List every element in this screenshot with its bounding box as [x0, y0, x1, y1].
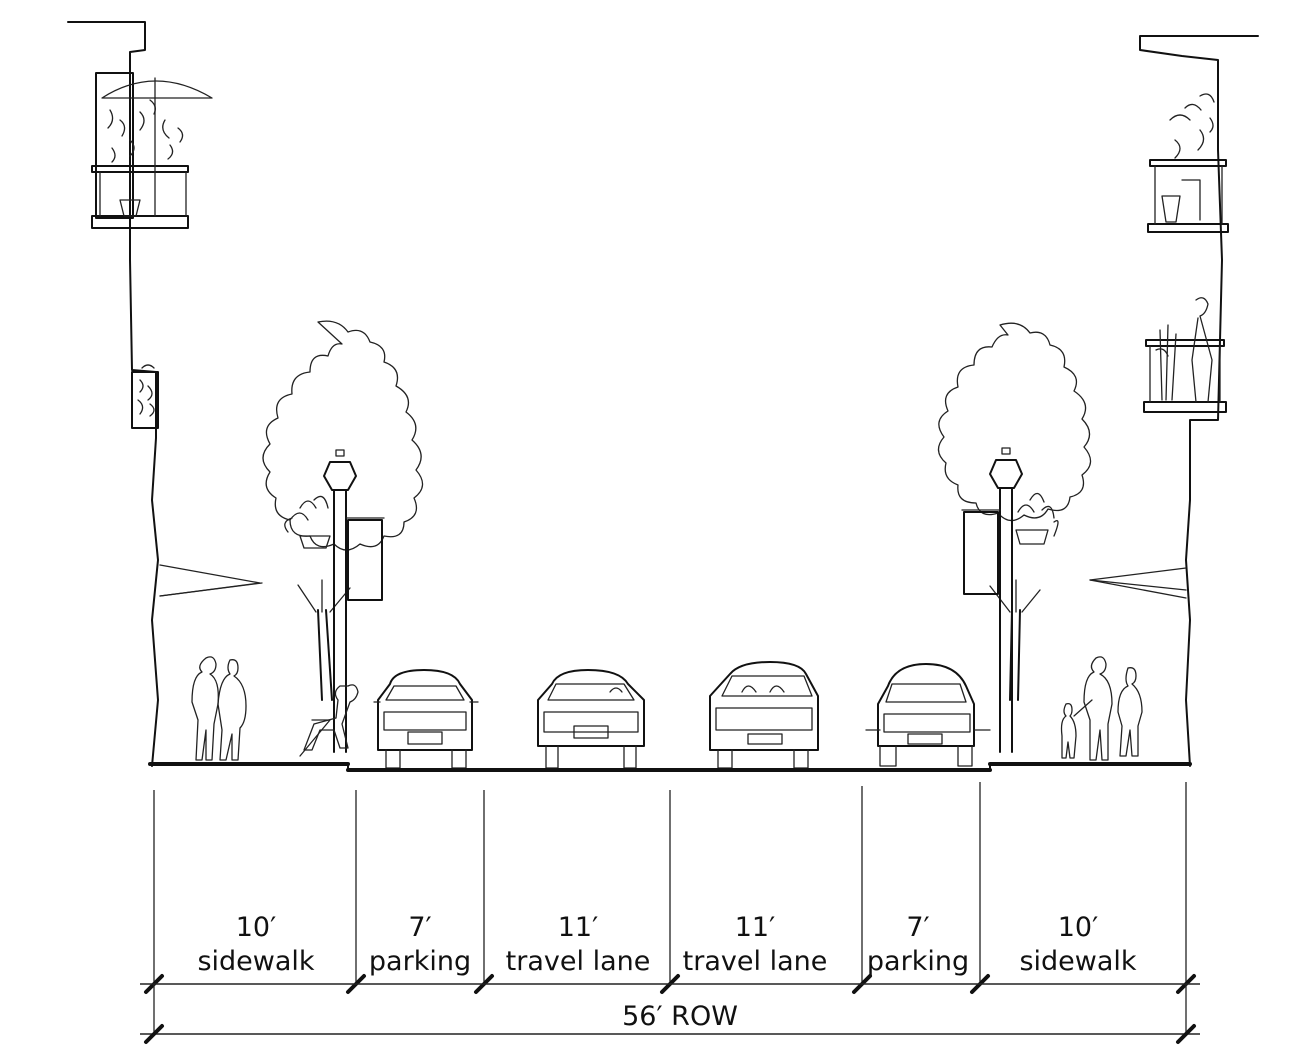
- segment-label-parking-right: 7′ parking: [862, 911, 974, 979]
- segment-use: travel lane: [505, 946, 651, 977]
- segment-label-travel-lane-left: 11′ travel lane: [500, 911, 656, 979]
- segment-label-parking-left: 7′ parking: [362, 911, 478, 979]
- left-street-light: [284, 449, 385, 753]
- segment-use: parking: [866, 946, 970, 977]
- car-travel-lane-right: [709, 661, 819, 769]
- segment-width: 7′: [408, 912, 432, 943]
- right-lower-balcony: [1143, 297, 1227, 413]
- segment-width: 10′: [1057, 912, 1099, 943]
- right-pedestrians: [1060, 656, 1143, 761]
- segment-label-sidewalk-left: 10′ sidewalk: [174, 911, 338, 979]
- ground-line: [148, 762, 1192, 772]
- segment-use: sidewalk: [1019, 946, 1137, 977]
- right-upper-balcony: [1147, 93, 1229, 233]
- segment-width: 10′: [235, 912, 277, 943]
- dimension-lines: [140, 782, 1200, 1044]
- segment-width: 11′: [557, 912, 599, 943]
- car-parking-left: [373, 669, 479, 769]
- car-travel-lane-left: [537, 669, 645, 769]
- segment-use: travel lane: [682, 946, 828, 977]
- total-row-label: 56′ ROW: [622, 1001, 738, 1032]
- segment-width: 11′: [734, 912, 776, 943]
- segment-width: 7′: [906, 912, 930, 943]
- dimension-tick: [1176, 1024, 1196, 1044]
- left-tree: [262, 320, 424, 701]
- left-pedestrians: [191, 656, 247, 761]
- right-tree: [937, 322, 1092, 701]
- left-upper-balcony: [91, 72, 213, 229]
- segment-use: parking: [368, 946, 472, 977]
- segment-use: sidewalk: [197, 946, 315, 977]
- left-window-planter: [131, 364, 159, 429]
- segment-label-sidewalk-right: 10′ sidewalk: [996, 911, 1160, 979]
- right-street-light: [961, 447, 1059, 753]
- segment-label-travel-lane-right: 11′ travel lane: [676, 911, 834, 979]
- dimension-tick: [144, 1024, 164, 1044]
- seated-person: [299, 684, 359, 757]
- car-parking-right: [865, 663, 991, 767]
